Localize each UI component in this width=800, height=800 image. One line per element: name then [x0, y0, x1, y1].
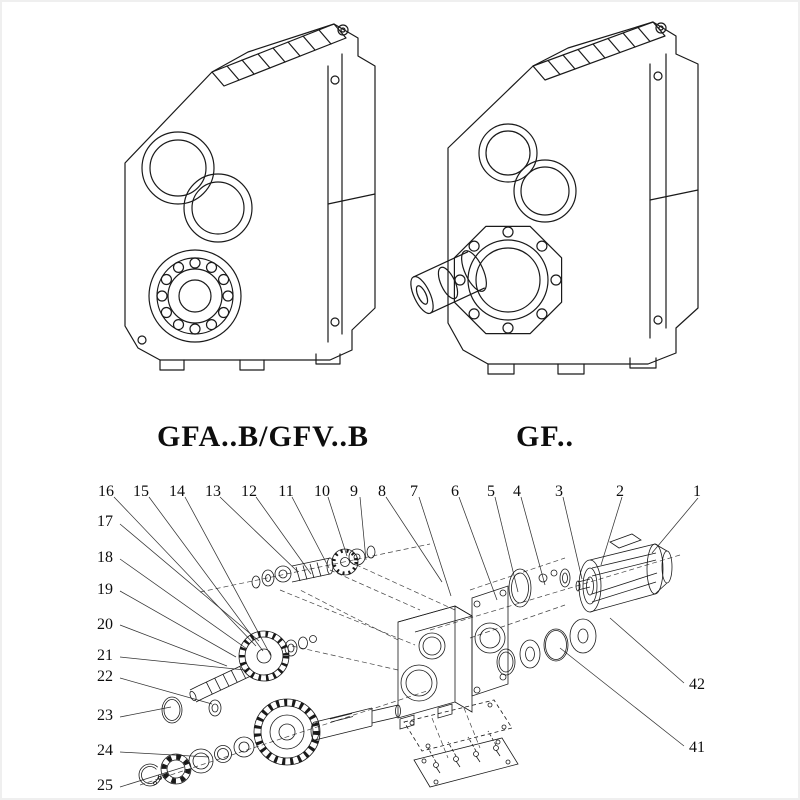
callout-3: 3 [555, 483, 563, 500]
output-cover-rings [496, 618, 597, 676]
input-gear-cluster [161, 630, 317, 724]
callout-22: 22 [97, 668, 113, 685]
leader-lines [113, 496, 699, 788]
callout-20: 20 [97, 616, 113, 633]
callout-19: 19 [97, 581, 113, 598]
callout-24: 24 [97, 742, 113, 759]
callout-23: 23 [97, 707, 113, 724]
gearbox-drawing-gfab [124, 23, 376, 371]
axis-lines [139, 543, 681, 786]
callout-1: 1 [693, 483, 701, 500]
callout-14: 14 [169, 483, 185, 500]
callout-4: 4 [513, 483, 521, 500]
exploded-view-drawing [113, 496, 699, 788]
callout-21: 21 [97, 647, 113, 664]
callout-5: 5 [487, 483, 495, 500]
bottom-cover-assembly [403, 699, 519, 788]
motor [575, 533, 673, 613]
callout-18: 18 [97, 549, 113, 566]
callout-42: 42 [689, 676, 705, 693]
callout-8: 8 [378, 483, 386, 500]
callout-41: 41 [689, 739, 705, 756]
callout-25: 25 [97, 777, 113, 794]
callout-12: 12 [241, 483, 257, 500]
callout-7: 7 [410, 483, 418, 500]
callout-10: 10 [314, 483, 330, 500]
callout-13: 13 [205, 483, 221, 500]
callout-15: 15 [133, 483, 149, 500]
gearbox-drawing-gf [410, 21, 699, 375]
callout-16: 16 [98, 483, 114, 500]
callout-9: 9 [350, 483, 358, 500]
output-gear-assembly [138, 698, 401, 787]
callout-17: 17 [97, 513, 113, 530]
model-label-gfab: GFA..B/GFV..B [157, 420, 369, 453]
intermediate-shaft-assembly [251, 545, 376, 589]
gearbox-housing [397, 585, 509, 730]
motor-adapter-parts [508, 568, 571, 608]
callout-6: 6 [451, 483, 459, 500]
model-label-gf: GF.. [516, 420, 574, 453]
callout-11: 11 [278, 483, 294, 500]
callout-2: 2 [616, 483, 624, 500]
